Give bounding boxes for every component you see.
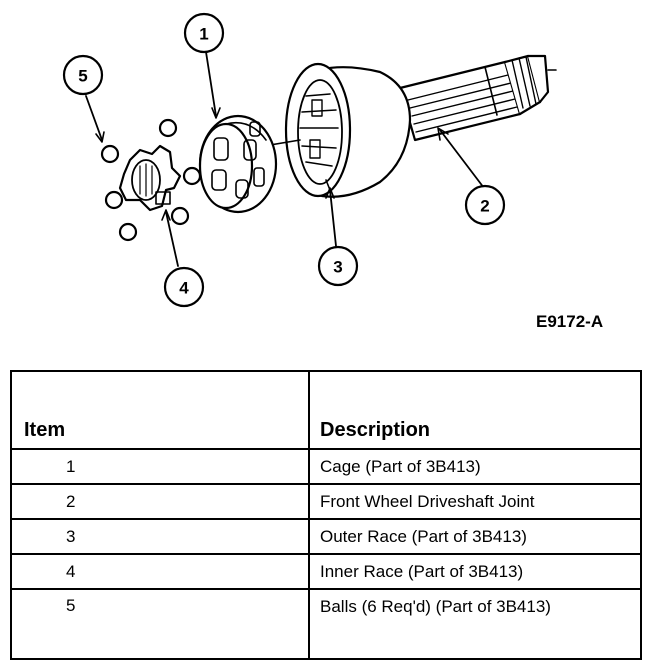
callout-label-5: 5 (78, 67, 87, 86)
table-row: 3 Outer Race (Part of 3B413) (10, 518, 642, 555)
item-description: Balls (6 Req'd) (Part of 3B413) (308, 588, 642, 660)
item-number: 1 (10, 448, 310, 485)
column-header-description: Description (308, 370, 642, 450)
callout-label-2: 2 (480, 197, 489, 216)
column-header-item: Item (10, 370, 310, 450)
item-description: Cage (Part of 3B413) (308, 448, 642, 485)
parts-legend-table: Item Description 1 Cage (Part of 3B413) … (10, 370, 642, 660)
callout-circle-3 (317, 245, 359, 287)
callout-circle-2 (464, 184, 506, 226)
callout-circle-4 (163, 266, 205, 308)
item-description: Outer Race (Part of 3B413) (308, 518, 642, 555)
item-number: 2 (10, 483, 310, 520)
callout-circle-5 (62, 54, 104, 96)
callout-label-1: 1 (199, 25, 208, 44)
table-row: 1 Cage (Part of 3B413) (10, 448, 642, 485)
item-description: Front Wheel Driveshaft Joint (308, 483, 642, 520)
callout-label-3: 3 (333, 258, 342, 277)
table-row: 4 Inner Race (Part of 3B413) (10, 553, 642, 590)
table-row: 2 Front Wheel Driveshaft Joint (10, 483, 642, 520)
table-row: 5 Balls (6 Req'd) (Part of 3B413) (10, 588, 642, 660)
callout-circle-1 (183, 12, 225, 54)
inner-race (118, 144, 182, 212)
callout-label-4: 4 (179, 279, 189, 298)
exploded-cv-joint-diagram: 1 2 3 4 5 (62, 12, 557, 308)
driveshaft-joint (284, 54, 557, 198)
balls (100, 118, 202, 242)
table-header-row: Item Description (10, 370, 642, 450)
cage (198, 114, 278, 214)
item-description: Inner Race (Part of 3B413) (308, 553, 642, 590)
item-number: 4 (10, 553, 310, 590)
item-number: 5 (10, 588, 310, 660)
figure-id: E9172-A (536, 312, 604, 331)
item-number: 3 (10, 518, 310, 555)
